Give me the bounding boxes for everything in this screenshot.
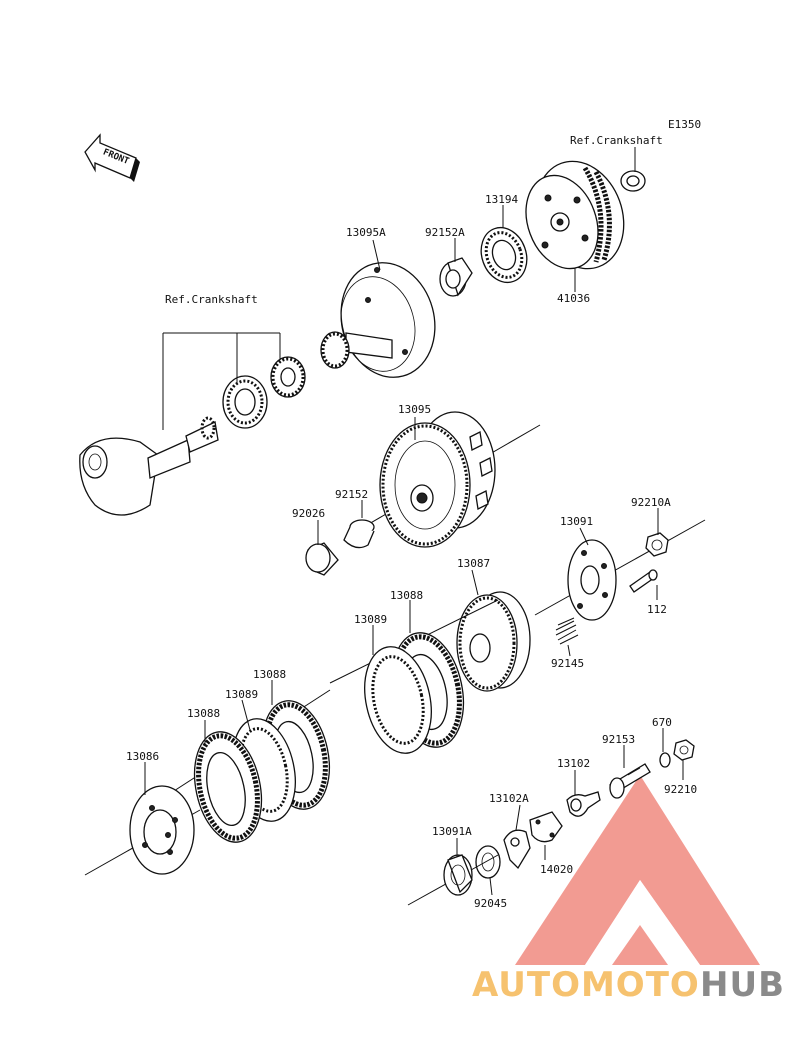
label-13102: 13102	[557, 757, 590, 770]
part-41036-housing	[525, 160, 625, 270]
part-92145-spring	[555, 617, 579, 645]
label-92210A: 92210A	[631, 496, 671, 509]
part-13088-friction-plate-c	[193, 731, 263, 843]
part-92210-nut	[673, 739, 695, 761]
label-41036: 41036	[557, 292, 590, 305]
label-670: 670	[652, 716, 672, 729]
part-13087-clutch-hub	[456, 591, 531, 692]
part-13091A-plate	[407, 854, 499, 906]
label-92026: 92026	[292, 507, 325, 520]
part-crankshaft	[79, 416, 219, 516]
watermark-text-a: AUTOMOTO	[472, 965, 700, 1005]
part-14020-cover	[529, 811, 563, 843]
part-13102-lever	[566, 791, 601, 817]
part-92210A-nut	[645, 532, 669, 557]
label-13091A: 13091A	[432, 825, 472, 838]
label-112: 112	[647, 603, 667, 616]
diagram-code: E1350	[668, 118, 701, 131]
label-ref-crankshaft-top: Ref.Crankshaft	[570, 134, 663, 147]
watermark-text: AUTOMOTO HUB	[472, 965, 785, 1005]
label-13089-b: 13089	[225, 688, 258, 701]
front-arrow-icon: FRONT	[84, 133, 140, 182]
leader-lines	[144, 147, 684, 896]
label-13088-c: 13088	[187, 707, 220, 720]
watermark-text-b: HUB	[700, 965, 785, 1005]
part-92026-collar	[305, 542, 339, 576]
part-ref-crankshaft-nut	[620, 170, 646, 192]
part-13091-pressure-plate	[534, 519, 706, 621]
part-crankshaft-gear	[270, 356, 306, 398]
label-13091: 13091	[560, 515, 593, 528]
label-ref-crankshaft-left: Ref.Crankshaft	[165, 293, 258, 306]
part-92152-collar	[343, 519, 375, 549]
label-13086: 13086	[126, 750, 159, 763]
label-92153: 92153	[602, 733, 635, 746]
part-92152A-bearing	[439, 257, 473, 297]
part-13086-plate	[84, 785, 201, 876]
label-13095A: 13095A	[346, 226, 386, 239]
label-13089-a: 13089	[354, 613, 387, 626]
label-92045: 92045	[474, 897, 507, 910]
part-92153-pushrod	[609, 763, 651, 799]
part-92045-bearing	[475, 845, 501, 879]
label-13194: 13194	[485, 193, 518, 206]
label-14020: 14020	[540, 863, 573, 876]
part-670-ring	[659, 752, 671, 768]
label-13087: 13087	[457, 557, 490, 570]
part-13095-clutch-gear	[354, 411, 541, 548]
part-labels: Ref.Crankshaft 41036 13194 92152A 13095A…	[126, 134, 697, 910]
label-13088-a: 13088	[390, 589, 423, 602]
part-13102A-lever	[503, 829, 531, 870]
label-92145: 92145	[551, 657, 584, 670]
label-13102A: 13102A	[489, 792, 529, 805]
part-13194-one-way-clutch	[480, 226, 528, 284]
label-92210: 92210	[664, 783, 697, 796]
label-13088-b: 13088	[253, 668, 286, 681]
part-112-bolt	[629, 569, 658, 593]
label-92152A: 92152A	[425, 226, 465, 239]
label-92152: 92152	[335, 488, 368, 501]
ref-crankshaft-bracket	[162, 332, 281, 430]
label-13095: 13095	[398, 403, 431, 416]
part-13095A-gear-drum	[320, 262, 436, 378]
watermark-logo	[515, 775, 760, 965]
part-crankshaft-bearing	[222, 375, 268, 429]
part-13089-steel-plate-a	[364, 646, 432, 754]
